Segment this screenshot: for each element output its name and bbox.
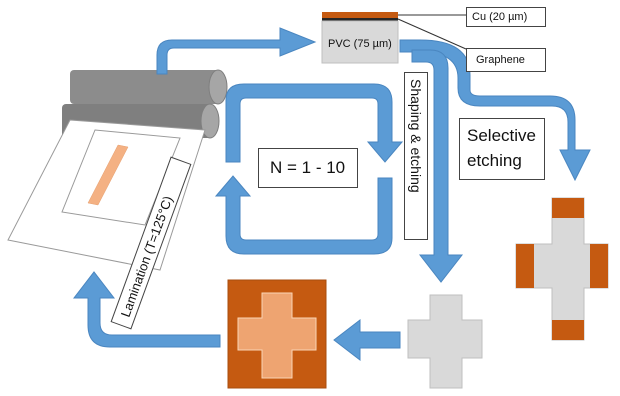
loop-bottom-arrow [214, 175, 393, 255]
graphene-leader [397, 18, 467, 50]
cu-label-box: Cu (20 µm) [466, 7, 546, 27]
shaping-etching-label: Shaping & etching [408, 79, 424, 193]
copper-pad-right [590, 244, 608, 288]
cycle-loop [214, 83, 404, 255]
cycles-box: N = 1 - 10 [258, 148, 358, 188]
shaping-etching-box: Shaping & etching [404, 72, 428, 240]
pvc-layer [321, 20, 399, 64]
gray-cross [407, 294, 483, 389]
copper-pad-top [552, 198, 584, 218]
etched-cross [515, 197, 609, 341]
cycles-label: N = 1 - 10 [270, 158, 346, 177]
graphene-label: Graphene [476, 54, 525, 66]
arrow-shaping-etching [411, 49, 464, 283]
graphene-label-box: Graphene [466, 48, 546, 72]
material-stack [321, 12, 467, 64]
arrow-to-copper-square [333, 318, 401, 362]
lamination-machine [7, 69, 228, 271]
copper-square [227, 279, 327, 389]
roller-back-end [208, 69, 228, 105]
arrow-to-stack [156, 27, 317, 75]
loop-top-arrow [225, 83, 404, 163]
pvc-label: PVC (75 µm) [328, 38, 392, 50]
cu-label: Cu (20 µm) [472, 11, 528, 23]
copper-pad-left [516, 244, 534, 288]
selective-label-line2: etching [467, 151, 522, 170]
copper-pad-bottom [552, 320, 584, 340]
selective-etching-box: Selective etching [459, 118, 545, 180]
arrow-selective-etching [399, 39, 591, 182]
roller-back [70, 70, 220, 104]
cu-layer [322, 12, 398, 18]
arrow-to-lamination [72, 271, 221, 348]
roller-front-end [200, 103, 220, 139]
selective-label-line1: Selective [467, 126, 536, 145]
graphene-layer [322, 18, 398, 21]
copper-square-cross [237, 292, 317, 379]
graphene-strip [87, 144, 129, 206]
